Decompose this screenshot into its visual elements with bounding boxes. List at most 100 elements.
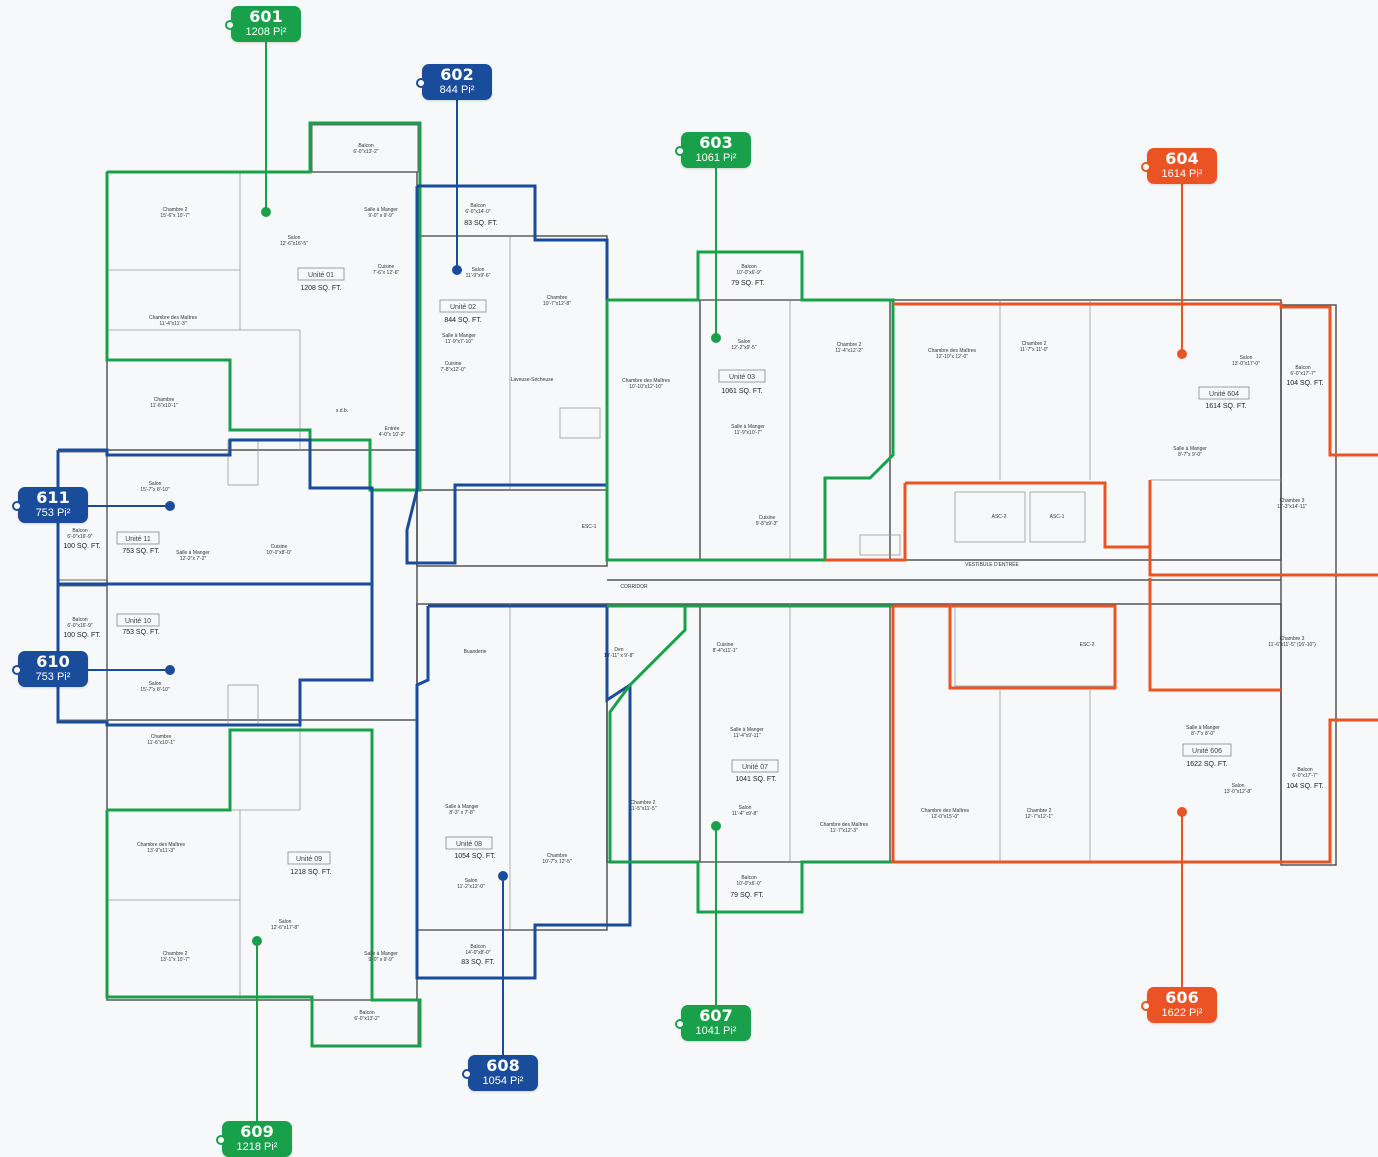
- sqft-balc-611: 100 SQ. FT.: [63, 543, 100, 550]
- unit-number: 608: [486, 1056, 520, 1075]
- room-label: Chambre 2: [163, 951, 188, 957]
- room-label: Cuisine: [378, 264, 395, 270]
- marker-602[interactable]: [452, 265, 462, 275]
- unit-tag-610[interactable]: 610 753 Pi²: [12, 651, 88, 687]
- unit-tag-606[interactable]: 606 1622 Pi²: [1141, 987, 1217, 1023]
- room-label: 9'-0" x 9'-9": [368, 957, 393, 963]
- marker-603[interactable]: [711, 333, 721, 343]
- room-label: 10'-7"x 12'-5": [542, 859, 572, 865]
- unit-label-texts: Unité 01 1208 SQ. FT. Unité 02 844 SQ. F…: [63, 220, 1323, 966]
- unit-box-02: Unité 02: [450, 304, 476, 311]
- unit-box-10: Unité 10: [125, 618, 151, 625]
- room-label: 11'-4"x11'-3": [159, 321, 186, 327]
- room-label: 11'-6"x10'-1": [147, 740, 175, 746]
- room-label: 7'-6"x 12'-6": [373, 270, 400, 276]
- unit-area: 1061 Pi²: [695, 152, 737, 164]
- room-label: Balcon: [1297, 767, 1313, 773]
- room-label: 6'-0"x16'-9": [67, 534, 92, 540]
- unit-outline-609[interactable]: [105, 728, 422, 1048]
- unit-tag-607[interactable]: 607 1041 Pi²: [675, 1005, 751, 1041]
- room-label: Salle à Manger: [442, 333, 476, 339]
- unit-tag-611[interactable]: 611 753 Pi²: [12, 487, 88, 523]
- sqft-10: 753 SQ. FT.: [122, 629, 159, 636]
- unit-markers: [165, 207, 1187, 946]
- unit-tag-601[interactable]: 601 1208 Pi²: [225, 6, 301, 42]
- unit-outline-607[interactable]: [607, 604, 895, 914]
- marker-604[interactable]: [1177, 349, 1187, 359]
- room-label: 6'-0"x17'-7": [1292, 773, 1317, 779]
- room-label: Chambre 3: [1280, 636, 1305, 642]
- marker-609[interactable]: [252, 936, 262, 946]
- sqft-balc-607: 79 SQ. FT.: [730, 892, 764, 899]
- unit-area: 753 Pi²: [35, 507, 71, 519]
- sqft-604: 1614 SQ. FT.: [1205, 403, 1246, 410]
- room-label: 15'-7"x 8'-10": [140, 487, 170, 493]
- unit-outline-602[interactable]: [405, 184, 609, 565]
- unit-area: 1208 Pi²: [245, 26, 287, 38]
- room-label: 7'-8"x12'-0": [440, 367, 465, 373]
- unit-outline-601[interactable]: [105, 121, 422, 492]
- unit-box-01: Unité 01: [308, 272, 334, 279]
- unit-outline-606[interactable]: [891, 578, 1378, 864]
- unit-number: 602: [440, 65, 474, 84]
- room-label: Chambre des Maîtres: [921, 808, 970, 814]
- unit-outline-610[interactable]: [56, 582, 374, 727]
- room-label: 15'-7"x 8'-10": [140, 687, 170, 693]
- unit-tag-609[interactable]: 609 1218 Pi²: [216, 1121, 292, 1157]
- unit-tag-604[interactable]: 604 1614 Pi²: [1141, 148, 1217, 184]
- interior-walls: [107, 172, 1281, 1000]
- marker-608[interactable]: [498, 871, 508, 881]
- marker-611[interactable]: [165, 501, 175, 511]
- room-label: Balcon: [741, 875, 757, 881]
- sqft-09: 1218 SQ. FT.: [290, 869, 331, 876]
- room-label: Salle à Manger: [364, 207, 398, 213]
- unit-number: 611: [36, 488, 70, 507]
- marker-607[interactable]: [711, 821, 721, 831]
- room-label: Cuisine: [445, 361, 462, 367]
- room-label: Salle à Manger: [445, 804, 479, 810]
- marker-610[interactable]: [165, 665, 175, 675]
- unit-area: 1041 Pi²: [695, 1025, 737, 1037]
- room-label: ASC-1: [1050, 514, 1065, 520]
- unit-outline-611[interactable]: [56, 438, 374, 586]
- room-label: 11'-5"x11'-5": [629, 806, 656, 812]
- marker-606[interactable]: [1177, 807, 1187, 817]
- marker-601[interactable]: [261, 207, 271, 217]
- tag-pin-icon: [462, 1069, 472, 1079]
- tag-pin-icon: [1141, 162, 1151, 172]
- room-label: 6'-0"x13'-2": [354, 1016, 379, 1022]
- room-label: Cuisine: [717, 642, 734, 648]
- room-label: Laveuse-Sécheuse: [511, 377, 554, 383]
- room-label: 11'-7"x 11'-0": [1020, 347, 1049, 353]
- unit-tag-608[interactable]: 608 1054 Pi²: [462, 1055, 538, 1091]
- room-label: Entrée: [385, 426, 400, 432]
- room-labels: Balcon 6'-0"x13'-2" Chambre 2 15'-6"x 10…: [67, 143, 1317, 1022]
- unit-tag-603[interactable]: 603 1061 Pi²: [675, 132, 751, 168]
- sqft-07: 1041 SQ. FT.: [735, 776, 776, 783]
- room-label: Chambre des Maîtres: [622, 378, 671, 384]
- room-label: Salon: [739, 805, 752, 811]
- room-label: Balcon: [358, 143, 374, 149]
- room-label: Buanderie: [464, 649, 487, 655]
- room-label: Salon: [279, 919, 292, 925]
- unit-box-03: Unité 03: [729, 374, 755, 381]
- unit-tag-602[interactable]: 602 844 Pi²: [416, 64, 492, 100]
- room-label: 11'-3"x14'-11": [1277, 504, 1307, 510]
- room-label: VESTIBULE D'ENTRÉE: [965, 561, 1019, 568]
- room-label: 11'-9"x9'-6": [466, 273, 491, 279]
- room-label: 8'-4"x11'-1": [713, 648, 738, 654]
- room-label: 11'-4"x12'-2": [835, 348, 863, 354]
- unit-outline-604[interactable]: [825, 302, 1378, 577]
- unit-outline-608[interactable]: [415, 604, 632, 980]
- room-label: ESC-1: [582, 524, 597, 530]
- room-label: Salle à Manger: [1186, 725, 1220, 731]
- room-label: Balcon: [72, 528, 88, 534]
- tag-pin-icon: [12, 665, 22, 675]
- room-label: 11'-2"x12'-0": [457, 884, 485, 890]
- room-label: Salon: [149, 481, 162, 487]
- unit-box-09: Unité 09: [296, 856, 322, 863]
- unit-outline-603[interactable]: [605, 250, 895, 562]
- room-label: 11'-4" x9'-8": [732, 811, 758, 817]
- room-label: Chambre: [154, 397, 175, 403]
- unit-area: 1614 Pi²: [1161, 168, 1203, 180]
